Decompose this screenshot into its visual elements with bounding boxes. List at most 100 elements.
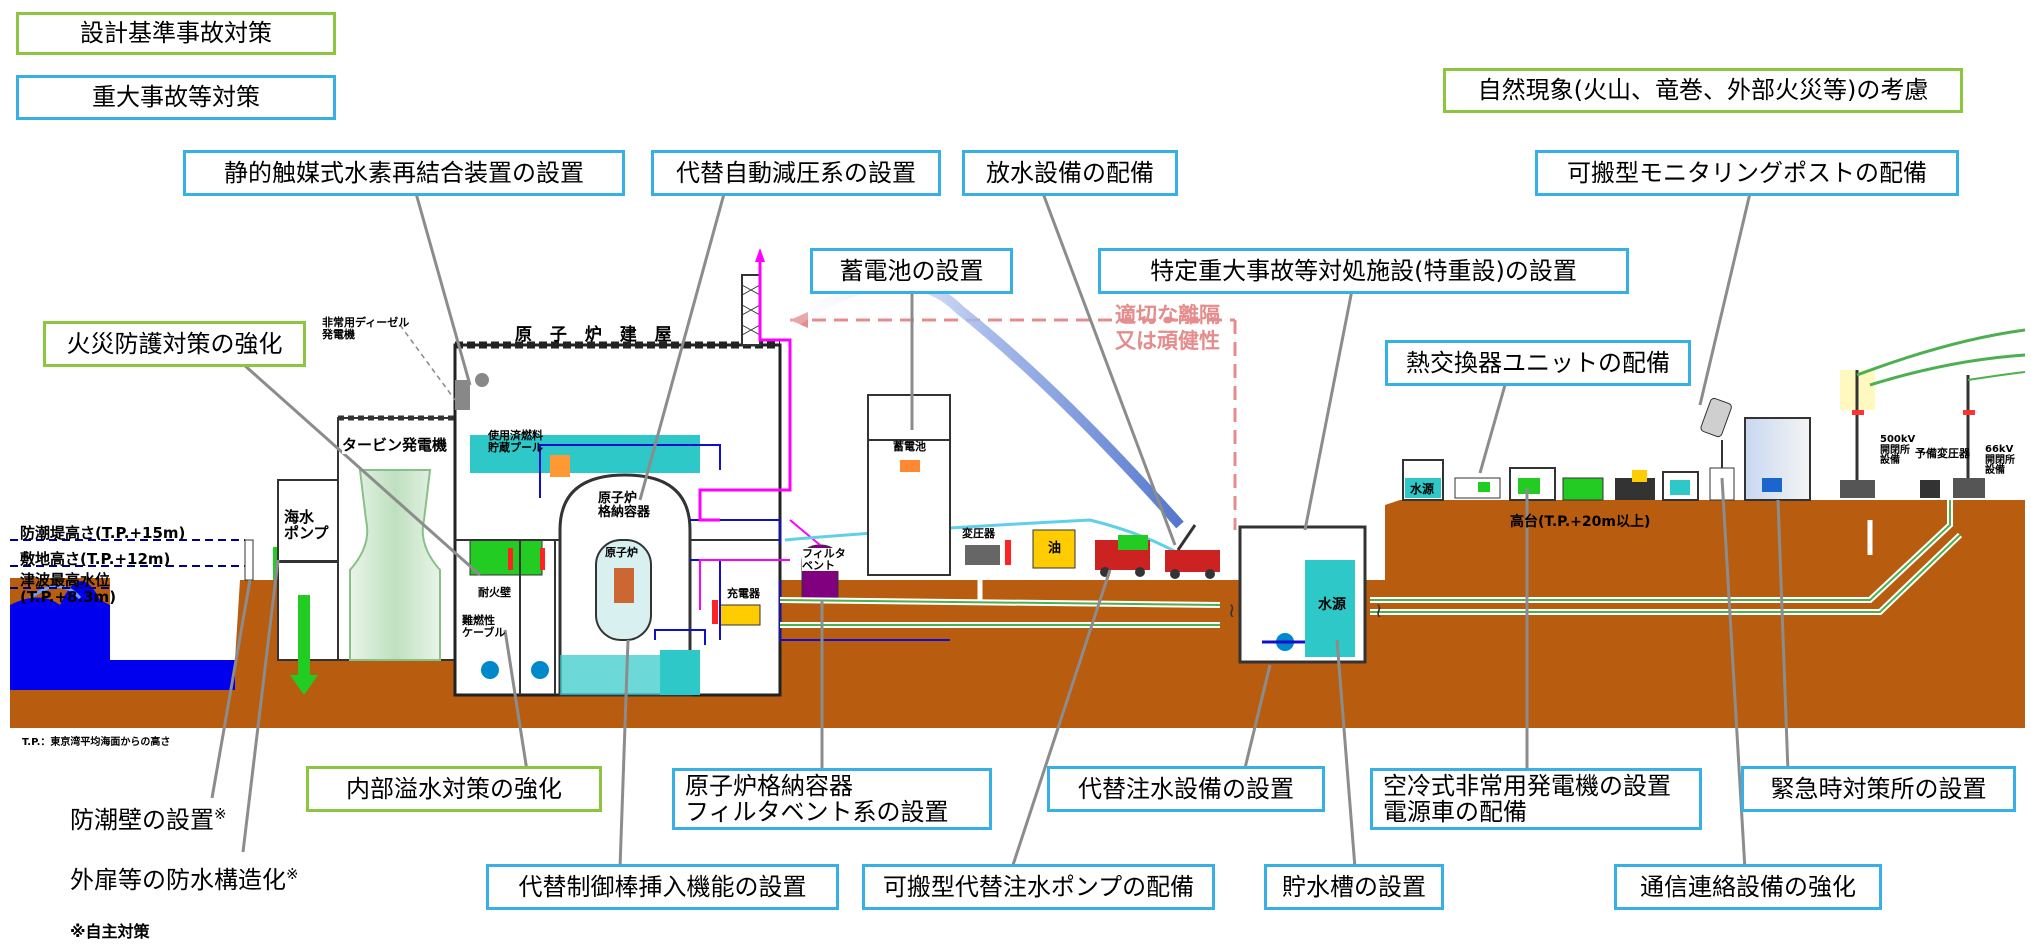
- callout-water-tank-label: 貯水槽の設置: [1282, 872, 1426, 901]
- charger-label: 充電器: [727, 587, 760, 600]
- callout-air-cooled-generator: 空冷式非常用発電機の設置 電源車の配備: [1370, 768, 1702, 830]
- callout-hydrogen-recombiner: 静的触媒式水素再結合装置の設置: [183, 150, 625, 196]
- battery-room-label: 蓄電池: [893, 440, 926, 453]
- spent-fuel-pool-label: 使用済燃料 貯蔵プール: [488, 430, 543, 453]
- callout-water-tank: 貯水槽の設置: [1264, 864, 1444, 910]
- separation-line2: 又は頑健性: [1115, 329, 1220, 354]
- kv66-line3: 設備: [1985, 465, 2005, 476]
- callout-alt-control-rod-label: 代替制御棒挿入機能の設置: [518, 872, 807, 901]
- callout-battery: 蓄電池の設置: [810, 248, 1013, 294]
- callout-fire-protection-label: 火災防護対策の強化: [66, 329, 283, 358]
- tsunami-height-line2: (T.P.+8.3m): [20, 588, 117, 607]
- callout-communication-label: 通信連絡設備の強化: [1640, 872, 1856, 901]
- callout-portable-monitoring: 可搬型モニタリングポストの配備: [1535, 150, 1959, 196]
- legend-design-basis-label: 設計基準事故対策: [80, 19, 272, 48]
- hill-label: 高台(T.P.+20m以上): [1510, 514, 1651, 530]
- callout-alt-control-rod: 代替制御棒挿入機能の設置: [486, 864, 839, 910]
- filter-vent-label: フィルタ ベント: [802, 548, 846, 572]
- callout-alt-depressurization-label: 代替自動減圧系の設置: [676, 158, 916, 187]
- callout-air-cooled-generator-line2: 電源車の配備: [1383, 798, 1527, 826]
- callout-internal-flood: 内部溢水対策の強化: [306, 766, 602, 812]
- callout-alt-water-injection: 代替注水設備の設置: [1047, 766, 1325, 812]
- tp-note: T.P.：東京湾平均海面からの高さ: [22, 737, 171, 748]
- tsunami-height-line1: 津波最高水位: [20, 571, 111, 589]
- spent-fuel-line1: 使用済燃料: [488, 429, 543, 442]
- diesel-line2: 発電機: [322, 327, 355, 341]
- sea: [10, 581, 235, 690]
- callout-specific-facility-label: 特定重大事故等対処施設(特重設)の設置: [1150, 256, 1577, 285]
- callout-portable-monitoring-label: 可搬型モニタリングポストの配備: [1567, 158, 1927, 187]
- callout-portable-pump-label: 可搬型代替注水ポンプの配備: [882, 872, 1195, 901]
- voluntary-seawall-label: 防潮壁の設置: [70, 806, 214, 834]
- turbine-building-label: タービン発電機: [342, 436, 448, 454]
- callout-containment-filter-line2: フィルタベント系の設置: [685, 798, 949, 826]
- reactor-core-label: 原子炉: [605, 546, 638, 559]
- voluntary-door-label: 外扉等の防水構造化: [70, 866, 286, 894]
- battery-building: [867, 394, 951, 576]
- legend-severe-accident: 重大事故等対策: [16, 75, 336, 120]
- oil-tank: [1032, 529, 1076, 569]
- cable-label: 難燃性 ケーブル: [462, 615, 505, 638]
- hill-water-source-label: 水源: [1410, 482, 1435, 496]
- legend-design-basis: 設計基準事故対策: [16, 12, 336, 55]
- voluntary-seawall: 防潮壁の設置※: [70, 800, 227, 835]
- voluntary-note: ※自主対策: [70, 922, 150, 941]
- kv66-line1: 66kV: [1985, 444, 2014, 455]
- seawater-pump-line1: 海水: [284, 508, 315, 526]
- diesel-label: 非常用ディーゼル 発電機: [322, 317, 409, 340]
- separation-label: 適切な離隔 又は頑健性: [1115, 302, 1220, 355]
- callout-heat-exchanger: 熱交換器ユニットの配備: [1385, 340, 1691, 386]
- separation-line1: 適切な離隔: [1115, 303, 1220, 327]
- voluntary-seawall-mark: ※: [214, 805, 227, 823]
- cable-line2: ケーブル: [462, 625, 506, 639]
- site-height-label: 敷地高さ(T.P.+12m): [20, 550, 171, 568]
- callout-containment-filter-line1: 原子炉格納容器: [685, 771, 853, 800]
- oil-tank-label: 油: [1048, 541, 1062, 556]
- callout-natural-phenomena-label: 自然現象(火山、竜巻、外部火災等)の考慮: [1477, 76, 1929, 105]
- callout-natural-phenomena: 自然現象(火山、竜巻、外部火災等)の考慮: [1443, 68, 1963, 113]
- callout-emergency-office-label: 緊急時対策所の設置: [1770, 774, 1987, 803]
- callout-heat-exchanger-label: 熱交換器ユニットの配備: [1406, 348, 1670, 377]
- callout-specific-facility: 特定重大事故等対処施設(特重設)の設置: [1098, 248, 1629, 294]
- kv500-line1: 500kV: [1880, 434, 1916, 445]
- switchyard-500kv-label: 500kV 開閉所 設備: [1880, 434, 1916, 467]
- spent-fuel-line2: 貯蔵プール: [488, 440, 543, 454]
- kv66-line2: 開閉所: [1985, 454, 2015, 466]
- seawater-pump-label: 海水 ポンプ: [284, 508, 329, 542]
- filter-vent-line2: ベント: [802, 558, 835, 572]
- kv500-line2: 開閉所: [1880, 444, 1910, 456]
- fire-wall-label: 耐火壁: [478, 586, 511, 599]
- tank-water-label: 水源: [1318, 597, 1346, 613]
- vessel-line2: 格納容器: [598, 504, 651, 520]
- callout-communication: 通信連絡設備の強化: [1614, 864, 1882, 910]
- callout-alt-depressurization: 代替自動減圧系の設置: [651, 150, 941, 196]
- callout-battery-label: 蓄電池の設置: [839, 256, 984, 285]
- callout-emergency-office: 緊急時対策所の設置: [1741, 766, 2016, 812]
- callout-alt-water-injection-label: 代替注水設備の設置: [1078, 774, 1294, 803]
- vessel-line1: 原子炉: [598, 491, 638, 506]
- backup-transformer-label: 予備変圧器: [1915, 447, 1970, 460]
- transformer-label: 変圧器: [962, 527, 995, 540]
- seawall-height-label: 防潮堤高さ(T.P.+15m): [20, 524, 186, 542]
- callout-containment-filter: 原子炉格納容器 フィルタベント系の設置: [672, 768, 992, 830]
- callout-portable-pump: 可搬型代替注水ポンプの配備: [862, 864, 1215, 910]
- svg-text:≀: ≀: [1228, 598, 1236, 622]
- svg-text:≀: ≀: [1375, 598, 1383, 622]
- seawater-pump-line2: ポンプ: [284, 523, 329, 542]
- voluntary-door-mark: ※: [286, 865, 299, 883]
- callout-hydrogen-recombiner-label: 静的触媒式水素再結合装置の設置: [224, 158, 584, 187]
- callout-internal-flood-label: 内部溢水対策の強化: [346, 774, 562, 803]
- kv500-line3: 設備: [1880, 455, 1900, 466]
- voluntary-door-waterproof: 外扉等の防水構造化※: [70, 860, 299, 895]
- callout-water-discharge: 放水設備の配備: [962, 150, 1178, 196]
- vessel-label: 原子炉 格納容器: [598, 492, 650, 519]
- reactor-building-title: 原 子 炉 建 屋: [515, 325, 678, 345]
- seawall: [244, 539, 254, 581]
- callout-water-discharge-label: 放水設備の配備: [986, 158, 1154, 187]
- switchyard-66kv-label: 66kV 開閉所 設備: [1985, 444, 2015, 477]
- callout-air-cooled-generator-line1: 空冷式非常用発電機の設置: [1383, 771, 1671, 800]
- cable-line1: 難燃性: [462, 614, 495, 627]
- callout-fire-protection: 火災防護対策の強化: [43, 321, 306, 367]
